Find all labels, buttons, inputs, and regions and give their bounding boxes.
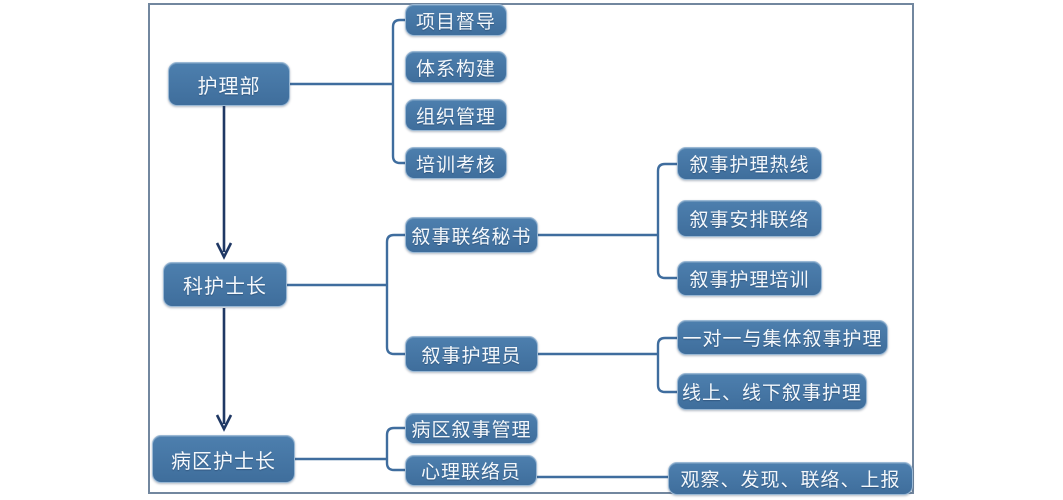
node-label: 护理部 (197, 75, 261, 98)
node-label: 病区叙事管理 (411, 420, 532, 441)
node-system-construction: 体系构建 (405, 51, 507, 83)
node-nursing-dept: 护理部 (168, 62, 290, 106)
node-label: 组织管理 (415, 106, 496, 128)
node-label: 一对一与集体叙事护理 (682, 329, 883, 350)
node-label: 培训考核 (415, 154, 496, 176)
arrow-nursing-dept-to-dept-head (215, 106, 233, 260)
node-label: 线上、线下叙事护理 (681, 383, 862, 404)
node-label: 心理联络员 (420, 462, 521, 483)
node-org-management: 组织管理 (405, 99, 507, 131)
node-ward-narrative-management: 病区叙事管理 (405, 413, 538, 444)
node-psych-liaison: 心理联络员 (405, 455, 537, 486)
connector-nursing-dept-children (290, 18, 405, 165)
node-label: 叙事护理热线 (689, 155, 810, 176)
node-narrative-liaison-secretary: 叙事联络秘书 (405, 217, 538, 253)
node-label: 项目督导 (415, 11, 496, 33)
node-label: 体系构建 (415, 58, 496, 80)
connector-ward-head-children (295, 426, 405, 472)
node-observe-report: 观察、发现、联络、上报 (668, 462, 913, 495)
node-one-on-one-group-narrative: 一对一与集体叙事护理 (677, 320, 888, 355)
connector-secretary-children (538, 162, 677, 280)
node-training-assessment: 培训考核 (405, 147, 507, 179)
node-narrative-nurse: 叙事护理员 (405, 336, 538, 372)
node-label: 叙事联络秘书 (411, 226, 532, 248)
connector-narrative-nurse-children (538, 336, 677, 394)
node-narrative-arrangement-liaison: 叙事安排联络 (677, 200, 822, 237)
connector-dept-head-children (287, 233, 405, 356)
node-online-offline-narrative: 线上、线下叙事护理 (677, 373, 867, 410)
node-label: 叙事安排联络 (689, 210, 810, 231)
diagram-frame (148, 3, 914, 494)
node-label: 叙事护理培训 (689, 270, 810, 291)
node-narrative-training: 叙事护理培训 (677, 261, 822, 296)
node-narrative-hotline: 叙事护理热线 (677, 147, 822, 180)
node-label: 科护士长 (183, 276, 267, 298)
node-project-supervision: 项目督导 (405, 4, 507, 36)
node-dept-head-nurse: 科护士长 (163, 262, 287, 307)
node-label: 病区护士长 (171, 450, 276, 473)
node-ward-head-nurse: 病区护士长 (152, 435, 295, 483)
arrow-dept-head-to-ward-head (215, 308, 233, 432)
node-label: 观察、发现、联络、上报 (680, 470, 901, 491)
node-label: 叙事护理员 (421, 345, 522, 367)
